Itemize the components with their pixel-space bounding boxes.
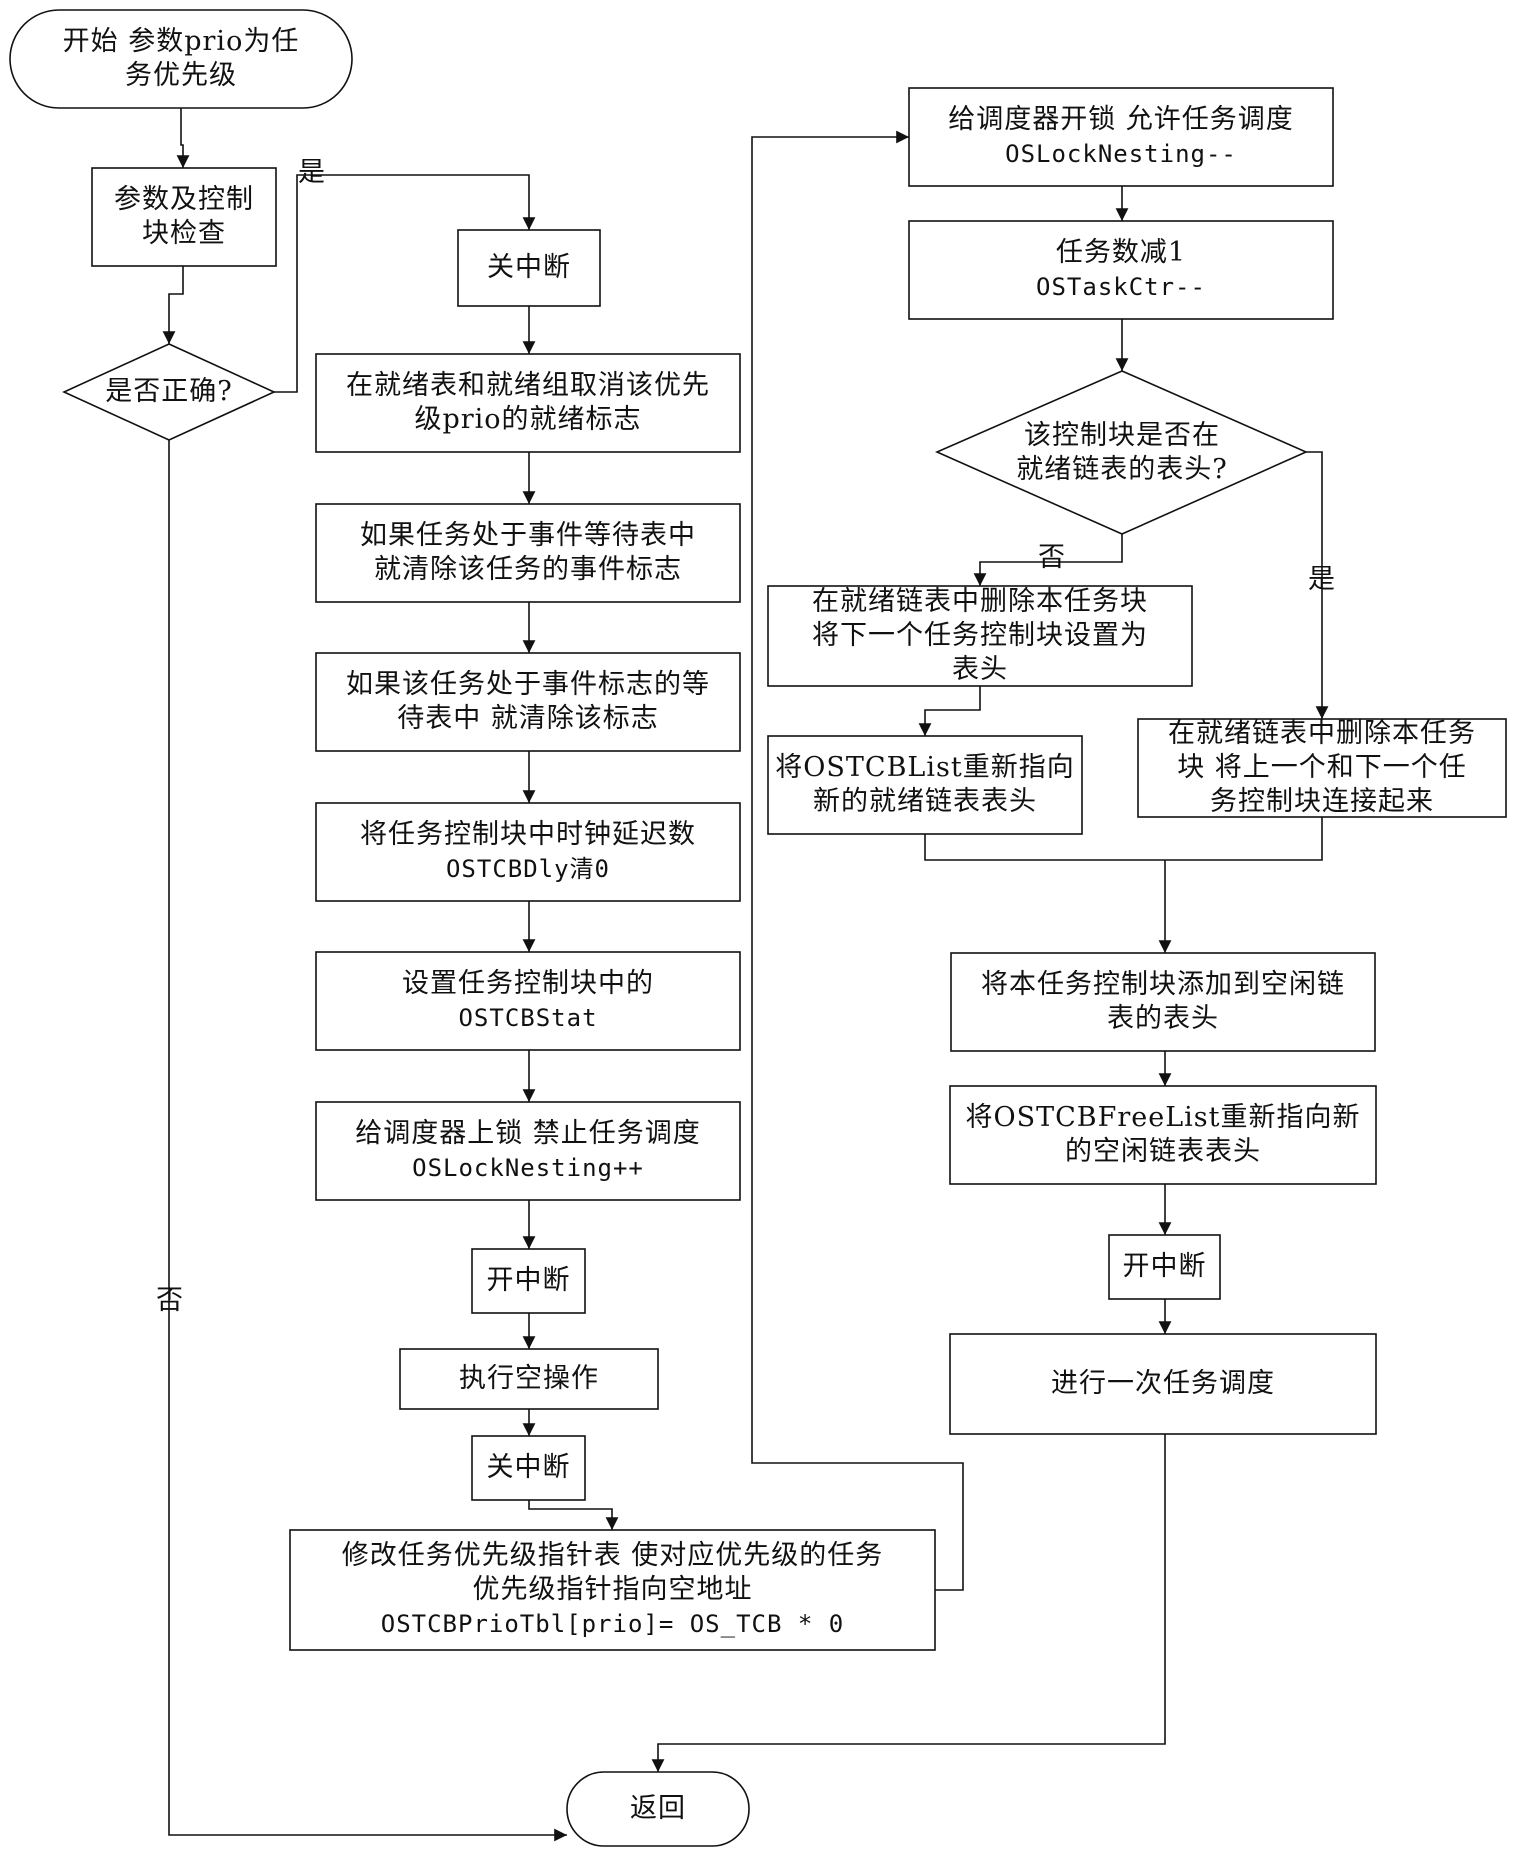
stat-line-1: 设置任务控制块中的 [402,968,654,999]
lock-text: 给调度器上锁 禁止任务调度 OSLockNesting++ [316,1102,740,1200]
clear-flag-text: 如果该任务处于事件标志的等 待表中 就清除该标志 [316,653,740,751]
check-text: 参数及控制 块检查 [92,168,276,266]
prio-tbl-text: 修改任务优先级指针表 使对应优先级的任务 优先级指针指向空地址 OSTCBPri… [290,1530,935,1650]
return-line: 返回 [630,1793,686,1824]
clear-flag-line-2: 待表中 就清除该标志 [397,703,659,734]
dly-code: OSTCBDly清0 [445,855,611,883]
correct-text: 是否正确? [64,344,274,440]
start-line-1: 开始 参数prio为任 [62,26,300,57]
del-mid-line-3: 务控制块连接起来 [1210,786,1434,817]
return-text: 返回 [567,1772,749,1846]
clear-event-line-2: 就清除该任务的事件标志 [374,554,682,585]
free-list-box [949,1085,1377,1185]
merge-line [924,817,1323,861]
free-list-text: 将OSTCBFreeList重新指向新 的空闲链表表头 [950,1086,1376,1184]
clear-ready-box [315,353,741,453]
add-free-box [950,952,1376,1052]
del-head-line-3: 表头 [952,654,1008,685]
del-head-line-2: 将下一个任务控制块设置为 [812,620,1148,651]
free-list-line-2: 的空闲链表表头 [1065,1136,1261,1167]
clear-flag-box [315,652,741,752]
lock-code: OSLockNesting++ [412,1154,644,1182]
del-head-text: 在就绪链表中删除本任务块 将下一个任务控制块设置为 表头 [768,586,1192,686]
ctr-text: 任务数减1 OSTaskCtr-- [909,221,1333,319]
arrow-dis-int-to-prio-tbl [528,1500,619,1530]
arrow-no-to-del-head [973,534,1123,586]
nop-line: 执行空操作 [459,1363,599,1394]
arrow-yes-to-del-mid [1306,451,1329,719]
schedule-text: 进行一次任务调度 [950,1334,1376,1434]
free-list-line-1: 将OSTCBFreeList重新指向新 [965,1102,1361,1133]
stat-text: 设置任务控制块中的 OSTCBStat [316,952,740,1050]
arrow-prio-tbl-to-unlock [751,130,964,1591]
schedule-line: 进行一次任务调度 [1051,1368,1275,1399]
is-head-text: 该控制块是否在 就绪链表的表头? [960,371,1284,534]
unlock-line-1: 给调度器开锁 允许任务调度 [948,104,1294,135]
en-int-1-text: 开中断 [472,1249,585,1313]
add-free-line-1: 将本任务控制块添加到空闲链 [981,969,1345,1000]
del-mid-text: 在就绪链表中删除本任务 块 将上一个和下一个任 务控制块连接起来 [1138,718,1506,817]
arrow-schedule-to-return [651,1434,1166,1772]
clear-ready-text: 在就绪表和就绪组取消该优先 级prio的就绪标志 [316,354,740,452]
is-head-line-2: 就绪链表的表头? [1016,453,1228,485]
en-int-1-line: 开中断 [486,1265,571,1296]
check-line-2: 块检查 [142,218,226,249]
start-text: 开始 参数prio为任 务优先级 [10,10,352,108]
ctr-code: OSTaskCtr-- [1036,273,1206,301]
stat-box [315,951,741,1051]
clear-ready-line-2: 级prio的就绪标志 [414,404,642,435]
arrow-check-to-decision [162,266,184,344]
unlock-code: OSLockNesting-- [1005,140,1237,168]
arrow-yes-to-dis-int [274,174,536,393]
dis-int-1-line: 关中断 [487,252,571,283]
ctr-line-1: 任务数减1 [1055,237,1187,268]
dis-int-2-text: 关中断 [472,1436,585,1500]
clear-event-line-1: 如果任务处于事件等待表中 [360,520,696,551]
start-line-2: 务优先级 [125,60,237,91]
add-free-text: 将本任务控制块添加到空闲链 表的表头 [951,953,1375,1051]
dis-int-1-text: 关中断 [458,230,600,306]
clear-ready-line-1: 在就绪表和就绪组取消该优先 [346,370,710,401]
unlock-text: 给调度器开锁 允许任务调度 OSLockNesting-- [909,88,1333,186]
dly-text: 将任务控制块中时钟延迟数 OSTCBDly清0 [316,803,740,901]
add-free-line-2: 表的表头 [1107,1003,1219,1034]
clear-event-box [315,503,741,603]
lock-box [315,1101,741,1201]
clear-flag-line-1: 如果该任务处于事件标志的等 [346,669,710,700]
label-no-head: 否 [1038,542,1065,573]
schedule-box [949,1333,1377,1435]
is-head-line-1: 该控制块是否在 [1024,419,1220,451]
dly-box [315,802,741,902]
stat-code: OSTCBStat [458,1004,598,1032]
en-int-2-line: 开中断 [1122,1251,1207,1282]
nop-text: 执行空操作 [400,1349,658,1409]
arrow-start-to-check [176,108,190,168]
arrow-no-to-return [168,440,567,1842]
relink-list-line-2: 新的就绪链表表头 [813,786,1037,817]
label-yes-head: 是 [1308,564,1335,595]
relink-list-text: 将OSTCBList重新指向 新的就绪链表表头 [768,736,1082,834]
dis-int-2-line: 关中断 [486,1452,571,1483]
dly-line-1: 将任务控制块中时钟延迟数 [360,819,696,850]
check-line-1: 参数及控制 [114,184,254,215]
del-mid-line-2: 块 将上一个和下一个任 [1177,752,1467,783]
label-yes-correct: 是 [298,157,325,188]
del-mid-line-1: 在就绪链表中删除本任务 [1168,718,1476,749]
prio-tbl-line-2: 优先级指针指向空地址 [472,1574,753,1605]
del-head-line-1: 在就绪链表中删除本任务块 [812,586,1148,617]
en-int-2-text: 开中断 [1109,1235,1220,1299]
correct-line-1: 是否正确? [105,376,233,407]
check-box [91,167,277,267]
prio-tbl-code: OSTCBPrioTbl[prio]= OS_TCB * 0 [380,1610,845,1638]
lock-line-1: 给调度器上锁 禁止任务调度 [355,1118,701,1149]
relink-list-line-1: 将OSTCBList重新指向 [775,752,1075,783]
ctr-box [908,220,1334,320]
clear-event-text: 如果任务处于事件等待表中 就清除该任务的事件标志 [316,504,740,602]
label-no-correct: 否 [156,1285,183,1316]
prio-tbl-line-1: 修改任务优先级指针表 使对应优先级的任务 [341,1540,884,1571]
arrow-del-head-to-relink [918,686,981,736]
